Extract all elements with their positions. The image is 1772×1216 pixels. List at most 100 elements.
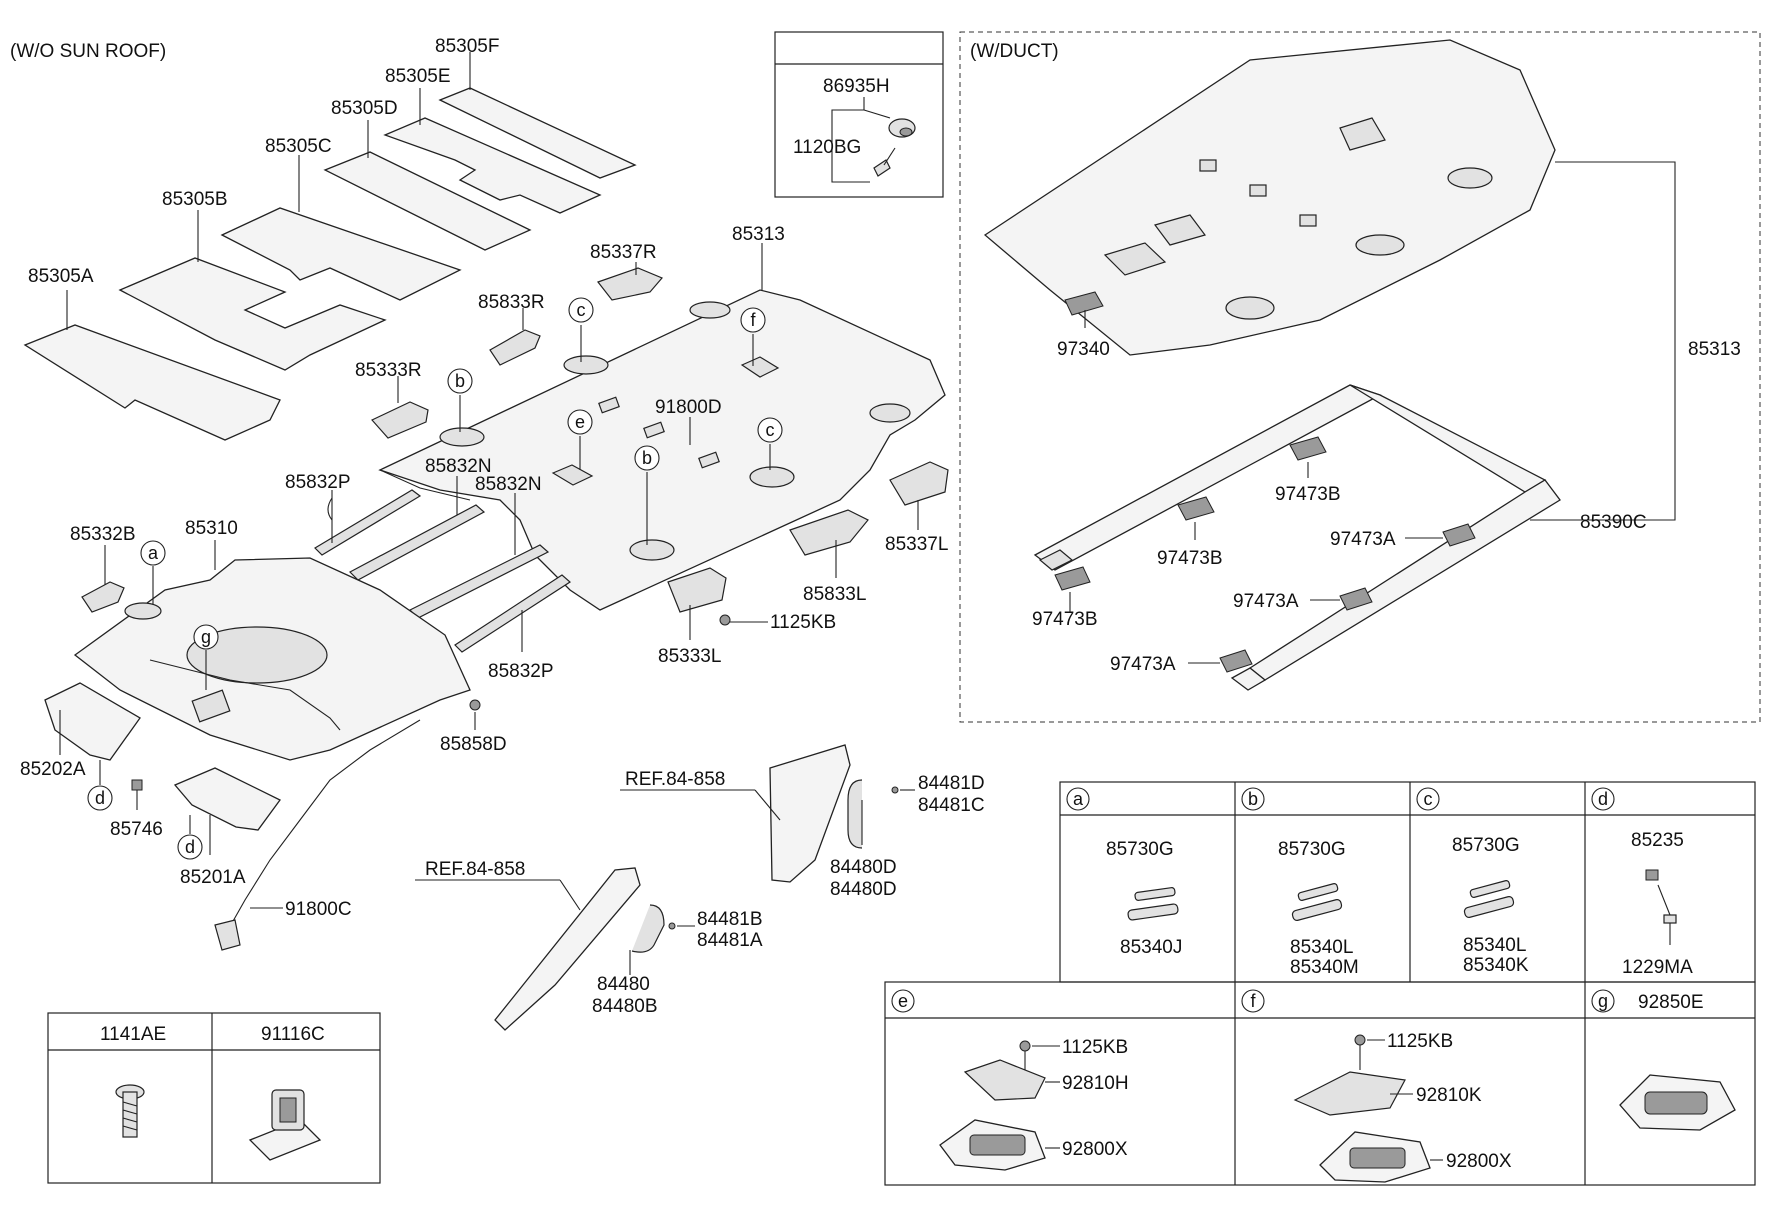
callout-g: g: [193, 624, 219, 690]
roof-pad-85305F: [438, 87, 637, 179]
label-85310: 85310: [185, 518, 238, 539]
callout-d-right: d: [177, 815, 203, 860]
label-91800D: 91800D: [655, 397, 722, 418]
screw-1125KB-icon: [719, 614, 768, 626]
cell-tag-g: g: [1591, 989, 1615, 1013]
svg-text:b: b: [642, 448, 652, 468]
roof-pad-85305D: [323, 151, 532, 251]
pillar-trim-left: [415, 867, 695, 1031]
label-85201A: 85201A: [180, 867, 246, 888]
svg-text:f: f: [1250, 991, 1256, 1011]
label-1125KB-main: 1125KB: [770, 612, 836, 633]
trim-strip-85832P-top: [314, 489, 422, 556]
trim-strip-85832P-bottom: [454, 574, 571, 653]
svg-text:d: d: [95, 788, 105, 808]
vent-97473A-1: [1405, 523, 1476, 547]
label-ref-1: REF.84-858: [625, 769, 725, 790]
bracket-85313-duct: [1530, 161, 1676, 521]
cell-c-top: 85730G: [1452, 835, 1520, 856]
cell-tag-b: b: [1241, 787, 1265, 811]
label-85305F: 85305F: [435, 36, 499, 57]
label-85833R: 85833R: [478, 292, 545, 313]
callout-c-lower: c: [757, 417, 783, 470]
label-85305D: 85305D: [331, 98, 398, 119]
cell-e-part-0: 1125KB: [1062, 1037, 1128, 1058]
cell-e-part-2: 92800X: [1062, 1139, 1128, 1160]
svg-text:d: d: [185, 837, 195, 857]
pillar-trim-right: [620, 744, 915, 883]
label-91800C: 91800C: [285, 899, 352, 920]
svg-text:c: c: [577, 300, 586, 320]
callout-c-upper: c: [568, 297, 594, 362]
svg-text:e: e: [898, 991, 908, 1011]
svg-text:b: b: [455, 371, 465, 391]
bracket-85833L: [789, 509, 869, 578]
label-85832P-top: 85832P: [285, 472, 351, 493]
headliner-85313-duct: [983, 39, 1556, 356]
fastener-table: [47, 1012, 381, 1184]
svg-text:a: a: [1073, 789, 1084, 809]
svg-text:g: g: [201, 627, 211, 647]
cell-f-part-2: 92800X: [1446, 1151, 1512, 1172]
wo-sunroof-header: (W/O SUN ROOF): [10, 41, 166, 62]
bracket-85333L: [667, 567, 727, 640]
lamp-assembly-e: [939, 1040, 1060, 1171]
vent-97473B-3: [1054, 566, 1091, 612]
bracket-85332B: [81, 545, 125, 613]
vent-97340-icon: [1064, 291, 1104, 328]
label-86935H: 86935H: [823, 76, 890, 97]
fastener-header-91116C: 91116C: [261, 1024, 325, 1045]
pad-leaders: [66, 52, 471, 330]
label-85305C: 85305C: [265, 136, 332, 157]
label-84480B: 84480B: [592, 996, 658, 1017]
cell-g-title: 92850E: [1638, 992, 1704, 1013]
label-85390C: 85390C: [1580, 512, 1647, 533]
label-1120BG: 1120BG: [793, 137, 861, 158]
grab-handle-c-icon: [1463, 880, 1515, 919]
label-97340: 97340: [1057, 339, 1110, 360]
bracket-85337L: [889, 461, 949, 530]
cell-tag-d: d: [1591, 787, 1615, 811]
label-97473A-3: 97473A: [1110, 654, 1176, 675]
headliner-85310: [73, 557, 471, 761]
label-84480D-1: 84480D: [830, 857, 897, 878]
label-85337L: 85337L: [885, 534, 948, 555]
label-85305A: 85305A: [28, 266, 94, 287]
svg-text:a: a: [148, 543, 159, 563]
bolt-1141AE-icon: [115, 1084, 145, 1138]
label-85333R: 85333R: [355, 360, 422, 381]
cell-b-bottom-0: 85340L: [1290, 937, 1353, 958]
headliner-85313: [378, 289, 946, 611]
cell-tag-f: f: [1241, 989, 1265, 1013]
cell-a-bottom-0: 85340J: [1120, 937, 1182, 958]
grab-handle-b-icon: [1291, 883, 1343, 922]
cell-c-bottom-1: 85340K: [1463, 955, 1529, 976]
label-85332B: 85332B: [70, 524, 136, 545]
cell-tag-c: c: [1416, 787, 1440, 811]
vent-97473B-1: [1289, 436, 1327, 478]
grab-handle-a-icon: [1127, 887, 1179, 921]
cell-f-part-1: 92810K: [1416, 1085, 1482, 1106]
callout-e: e: [567, 409, 593, 470]
cell-e-part-1: 92810H: [1062, 1073, 1129, 1094]
cell-c-bottom-0: 85340L: [1463, 935, 1526, 956]
svg-text:f: f: [750, 310, 756, 330]
trim-strip-85832N-1: [349, 476, 486, 581]
w-duct-box: [959, 31, 1761, 723]
label-85833L: 85833L: [803, 584, 866, 605]
label-84480: 84480: [597, 974, 650, 995]
callout-b-upper: b: [447, 368, 473, 432]
cell-d-bottom-0: 1229MA: [1622, 957, 1693, 978]
label-85313-main: 85313: [732, 224, 785, 245]
label-97473B-2: 97473B: [1157, 548, 1223, 569]
callout-d-left: d: [87, 760, 113, 811]
bracket-85337R: [597, 262, 663, 301]
lamp-92850E-icon: [1619, 1074, 1736, 1131]
label-85305B: 85305B: [162, 189, 228, 210]
roof-pad-85305A: [23, 324, 281, 441]
lamp-assembly-f: [1293, 1034, 1443, 1183]
callout-a: a: [140, 540, 166, 605]
duct-85390C: [1033, 384, 1561, 691]
